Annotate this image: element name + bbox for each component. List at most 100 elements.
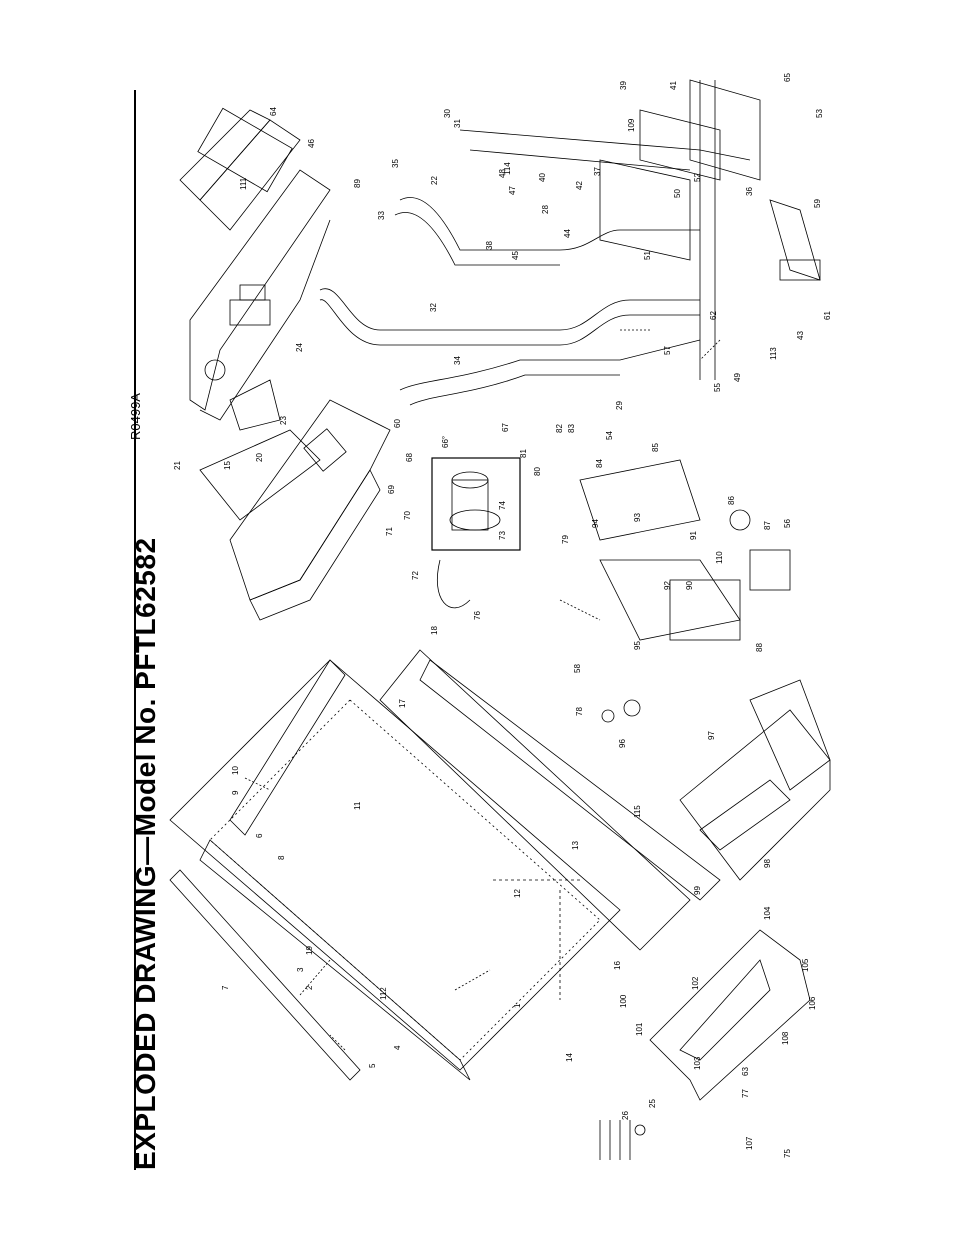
callout-label: 10 [231,766,240,775]
callout-label: 92 [663,581,672,590]
callout-label: 76 [473,611,482,620]
callout-label: 108 [781,1031,790,1045]
callout-label: 12 [513,889,522,898]
callout-label: 7 [221,985,230,990]
callout-label: 4 [393,1045,402,1050]
callout-label: 71 [385,527,394,536]
callout-label: 60 [393,419,402,428]
callout-label: 34 [453,356,462,365]
callout-label: 106 [808,996,817,1010]
callout-label: 42 [575,181,584,190]
callout-label: 9 [231,790,240,795]
callout-label: 107 [745,1136,754,1150]
callout-label: 66° [441,436,450,448]
callout-label: 44 [563,229,572,238]
callout-label: 11 [353,801,362,810]
callout-label: 96 [618,739,627,748]
callout-label: 25 [648,1099,657,1108]
callout-label: 97 [707,731,716,740]
callout-label: 102 [691,976,700,990]
callout-label: 82 [555,424,564,433]
callout-label: 2 [305,985,314,990]
callout-label: 62 [709,311,718,320]
callout-label: 18 [430,626,439,635]
callout-label: 15 [223,461,232,470]
callout-label: 16 [613,961,622,970]
callout-label: 75 [783,1149,792,1158]
title-rule [134,90,136,1170]
callout-label: 23 [279,416,288,425]
upright-frame [319,79,821,406]
callout-label: 72 [411,571,420,580]
callout-label: 61 [823,311,832,320]
callout-label: 46 [307,139,316,148]
callout-label: 32 [429,303,438,312]
callout-label: 101 [635,1022,644,1036]
callout-label: 14 [565,1053,574,1062]
callout-label: 98 [763,859,772,868]
callout-label: 24 [295,343,304,352]
callout-label: 115 [633,805,642,818]
callout-label: 69 [387,485,396,494]
callout-label: 90 [685,581,694,590]
callout-label: 56 [783,519,792,528]
callout-label: 78 [575,707,584,716]
callout-label: 19 [305,946,314,955]
callout-label: 84 [595,459,604,468]
callout-label: 13 [571,841,580,850]
callout-label: 87 [763,521,772,530]
callout-label: 95 [633,641,642,650]
callout-label: 64 [269,107,278,116]
callout-labels: 1 2 3 4 5 6 7 8 9 10 11 12 13 14 15 16 1… [173,73,832,1158]
callout-label: 6 [255,833,264,838]
callout-label: 80 [533,467,542,476]
callout-label: 57 [663,346,672,355]
callout-label: 8 [277,855,286,860]
callout-label: 110 [715,551,724,564]
callout-label: 39 [619,81,628,90]
callout-label: 26 [621,1111,630,1120]
callout-label: 83 [567,424,576,433]
callout-label: 54 [605,431,614,440]
callout-label: 1 [513,1003,522,1008]
callout-label: 114 [503,162,512,175]
console-assembly [179,107,331,431]
callout-label: 103 [693,1056,702,1070]
callout-label: 77 [741,1089,750,1098]
callout-label: 33 [377,211,386,220]
base-covers [649,679,831,1101]
callout-label: 86 [727,496,736,505]
callout-label: 29 [615,401,624,410]
callout-label: 112 [379,987,388,1000]
callout-label: 45 [511,251,520,260]
callout-label: 3 [296,967,305,972]
callout-label: 58 [573,664,582,673]
callout-label: 48 [498,169,507,178]
callout-label: 113 [769,347,778,360]
callout-label: 20 [255,453,264,462]
callout-label: 100 [619,994,628,1008]
motor-detail [431,457,521,609]
callout-label: 21 [173,461,182,470]
callout-label: 55 [713,383,722,392]
callout-label: 85 [651,443,660,452]
callout-label: 94 [591,519,600,528]
callout-label: 79 [561,535,570,544]
callout-label: 105 [801,958,810,972]
callout-label: 50 [673,189,682,198]
callout-label: 67 [501,423,510,432]
leader-lines [244,329,721,1051]
callout-label: 38 [485,241,494,250]
callout-label: 74 [498,501,507,510]
callout-label: 59 [813,199,822,208]
lift-components [579,459,791,723]
callout-label: 111 [239,177,248,190]
callout-label: 70 [403,511,412,520]
callout-label: 35 [391,159,400,168]
callout-label: 37 [593,167,602,176]
callout-label: 63 [741,1067,750,1076]
callout-label: 40 [538,173,547,182]
callout-label: 49 [733,373,742,382]
callout-label: 91 [689,531,698,540]
callout-label: 43 [796,331,805,340]
